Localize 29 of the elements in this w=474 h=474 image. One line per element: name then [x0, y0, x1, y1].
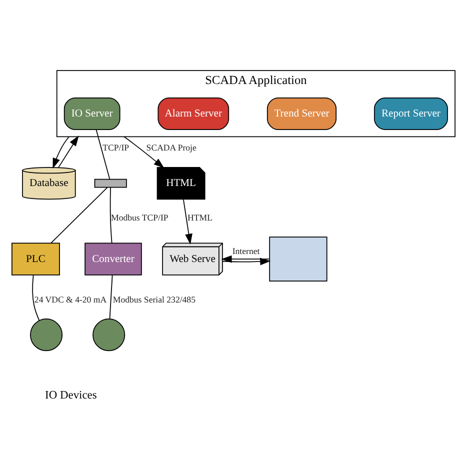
label: IO Devices [45, 389, 97, 402]
edge-label: Modbus Serial 232/485 [112, 294, 196, 304]
edge-label: SCADA Proje [146, 142, 196, 152]
node-box: Alarm Server [158, 96, 230, 130]
node-circle [92, 318, 126, 351]
edge-label: Modbus TCP/IP [111, 212, 168, 222]
edge-label: Internet [232, 245, 260, 256]
node-box: IO Server [64, 96, 120, 130]
node-box: Trend Server [266, 96, 337, 130]
node-box: PLC [12, 242, 60, 275]
arrow [52, 136, 70, 168]
connector [32, 274, 40, 320]
connector [110, 186, 112, 244]
edge-label: HTML [188, 212, 212, 222]
node-box [94, 178, 127, 188]
node-box: Converter [84, 242, 142, 275]
edge-label: 24 VDC & 4-20 mA [34, 294, 107, 304]
arrow [58, 135, 79, 168]
arrow [124, 136, 164, 168]
connector [50, 186, 108, 244]
connector [109, 274, 113, 319]
node-box: Report Server [374, 96, 448, 130]
connector [96, 128, 110, 180]
edge-label: TCP/IP [102, 142, 130, 152]
arrow [221, 254, 270, 262]
node-box [269, 236, 328, 282]
node-circle [30, 318, 63, 351]
arrow [183, 198, 192, 244]
arrow [222, 257, 271, 265]
